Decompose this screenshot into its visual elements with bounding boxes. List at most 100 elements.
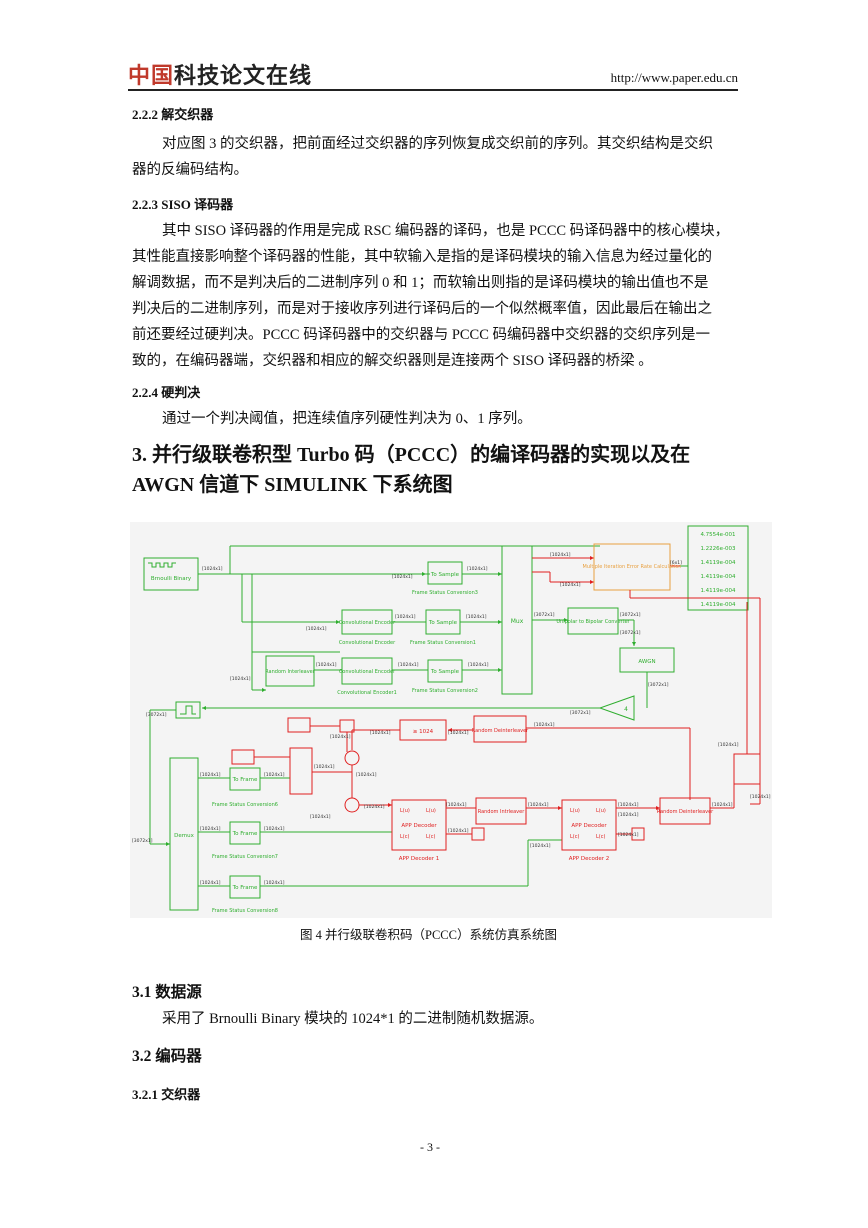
display-value: 4.7554e-001: [700, 532, 735, 538]
gain-label: 4: [624, 706, 628, 713]
signal-label: [1024x1]: [314, 764, 335, 770]
conv-encoder1-caption: Convolutional Encoder1: [337, 690, 397, 696]
signal-label: [1024x1]: [264, 880, 285, 886]
header-rule: [128, 89, 738, 91]
signal-label: [1024x1]: [530, 843, 551, 849]
random-intrleaver-block[interactable]: [475, 797, 527, 825]
signal-label: [1024x1]: [550, 552, 571, 558]
display-value: 1.4119e-004: [700, 574, 736, 580]
display-value: 1.2226e-003: [700, 546, 736, 552]
figure-caption: 图 4 并行级联卷积码（PCCC）系统仿真系统图: [300, 928, 557, 942]
gain-block[interactable]: [598, 695, 635, 721]
section-2-2-2-title: 2.2.2 解交织器: [132, 107, 214, 122]
product-left-block[interactable]: [289, 747, 313, 795]
signal-label: [1024x1]: [534, 722, 555, 728]
site-logo: 中国科技论文在线: [128, 58, 312, 90]
awgn-label: AWGN: [638, 659, 655, 665]
signal-label: [1024x1]: [446, 802, 467, 808]
signal-label: [1024x1]: [395, 614, 416, 620]
section-2-2-3-line: 其中 SISO 译码器的作用是完成 RSC 编码器的译码，也是 PCCC 码译码…: [162, 223, 730, 239]
app2-lu-out: L(u): [596, 808, 606, 814]
bernoulli-label: Brnoulli Binary: [151, 576, 192, 582]
header-url[interactable]: http://www.paper.edu.cn: [610, 70, 738, 85]
to-sample-3-label: To Sample: [430, 572, 460, 578]
signal-label: [1024x1]: [264, 772, 285, 778]
signal-label: [1024x1]: [330, 734, 351, 740]
logo-dark-text: 科技论文在线: [174, 64, 313, 89]
section-2-2-4-text: 通过一个判决阈值，把连续值序列硬性判决为 0、1 序列。: [162, 411, 532, 427]
app-decoder-2-caption: APP Decoder 2: [569, 856, 610, 862]
signal-label: [3072x1]: [146, 712, 167, 718]
signal-label: [1024x1]: [467, 566, 488, 572]
app-decoder-1-label: APP Decoder: [401, 823, 437, 829]
conv-encoder1-block[interactable]: [341, 657, 393, 685]
random-intrleaver-label: Random Intrleaver: [478, 809, 526, 815]
signal-label: [1024x1]: [310, 814, 331, 820]
section-2-2-3-line: 其性能直接影响整个译码器的性能，其中软输入是指的是译码模块的输入信息为经过量化的: [132, 249, 712, 265]
fsc1-label: Frame Status Conversion1: [410, 640, 476, 646]
random-interleaver-block[interactable]: [265, 655, 315, 687]
signal-label: [3072x1]: [132, 838, 153, 844]
random-interleaver-label: Random Interleaver: [265, 669, 316, 675]
error-rate-block[interactable]: [593, 543, 671, 591]
const-block-top[interactable]: [287, 717, 311, 733]
section-3-title-line1: 3. 并行级联卷积型 Turbo 码（PCCC）的编译码器的实现以及在: [132, 444, 691, 466]
signal-label: [3072x1]: [620, 630, 641, 636]
to-frame-8-label: To Frame: [232, 885, 258, 891]
section-3-2-title: 3.2 编码器: [132, 1048, 202, 1065]
fsc3-label: Frame Status Conversion3: [412, 590, 478, 596]
error-rate-label: Multiple Iteration Error Rate Calculatio…: [583, 564, 682, 570]
signal-label: [1024x1]: [230, 676, 251, 682]
signal-label: [1024x1]: [200, 826, 221, 832]
demux-block[interactable]: [169, 757, 199, 911]
section-3-1-title: 3.1 数据源: [132, 984, 202, 1001]
pccc-simulink-diagram: Brnoulli Binary To Sample Frame Status C…: [130, 522, 772, 918]
to-sample-2-block[interactable]: [427, 659, 463, 683]
fsc2-label: Frame Status Conversion2: [412, 688, 478, 694]
signal-label: [1024x1]: [528, 802, 549, 808]
signal-label: [1024x1]: [448, 730, 469, 736]
signal-label: [1024x1]: [618, 802, 639, 808]
signal-label: [1024x1]: [398, 662, 419, 668]
app1-lc-out: L(c): [426, 834, 435, 840]
app-decoder-1-block[interactable]: [391, 799, 447, 851]
to-frame-7-label: To Frame: [232, 831, 258, 837]
random-deinterleaver-top-label: Random Deinterleaver: [472, 728, 529, 734]
unipolar-bipolar-block[interactable]: [567, 607, 619, 635]
signal-label: [1024x1]: [750, 794, 771, 800]
random-deinterleaver-top-block[interactable]: [473, 715, 527, 743]
signal-label: [1024x1]: [200, 880, 221, 886]
app-decoder-2-label: APP Decoder: [571, 823, 607, 829]
to-frame-6-block[interactable]: [229, 767, 261, 791]
signal-label: [1024x1]: [618, 832, 639, 838]
to-frame-7-block[interactable]: [229, 821, 261, 845]
section-2-2-2-line2: 器的反编码结构。: [132, 162, 248, 178]
conv-encoder-label: Convolutional Encoder: [339, 620, 396, 626]
signal-label: [1024x1]: [392, 574, 413, 580]
conv-encoder1-label: Convolutional Encoder: [339, 669, 396, 675]
section-2-2-3-line: 前还要经过硬判决。PCCC 码译码器中的交织器与 PCCC 码编码器中交织器的交…: [132, 327, 711, 343]
app-decoder-2-block[interactable]: [561, 799, 617, 851]
signal-label: [1024x1]: [316, 662, 337, 668]
app2-lu-in: L(u): [570, 808, 580, 814]
fsc8-label: Frame Status Conversion8: [212, 908, 278, 914]
signal-label: [1024x1]: [364, 804, 385, 810]
display-block[interactable]: [687, 525, 749, 611]
to-frame-8-block[interactable]: [229, 875, 261, 899]
to-sample-2-label: To Sample: [430, 669, 460, 675]
to-sample-3-block[interactable]: [427, 561, 463, 585]
bernoulli-pulse-icon: [148, 562, 176, 568]
demux-label: Demux: [174, 833, 194, 839]
signal-label: [1024x1]: [356, 772, 377, 778]
display-value: 1.4119e-004: [700, 588, 736, 594]
section-2-2-3-line: 解调数据，而不是判决后的二进制序列 0 和 1；而软输出则指的是译码模块的输出值…: [132, 275, 709, 291]
signal-label: [1024x1]: [264, 826, 285, 832]
random-deinterleaver-right-block[interactable]: [659, 797, 711, 825]
section-2-2-3-line: 判决后的二进制序列，而是对于接收序列进行译码后的一个似然概率值，因此最后在输出之: [132, 301, 712, 317]
signal-label: [1024x1]: [370, 730, 391, 736]
to-sample-1-label: To Sample: [428, 620, 458, 626]
signal-label: [6x1]: [670, 560, 682, 566]
signal-label: [3072x1]: [570, 710, 591, 716]
section-3-title-line2: AWGN 信道下 SIMULINK 下系统图: [132, 474, 453, 496]
display-value: 1.4119e-004: [700, 560, 736, 566]
